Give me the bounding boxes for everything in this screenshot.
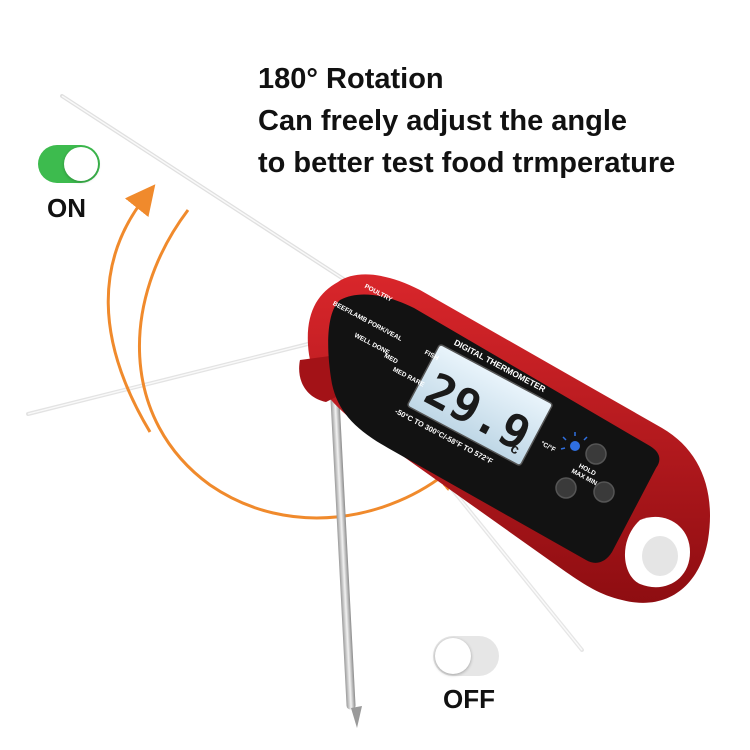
- backlight-rays: [560, 432, 588, 450]
- headline-line-1: 180° Rotation: [258, 63, 444, 95]
- headline-line-2: Can freely adjust the angle: [258, 105, 628, 137]
- rotation-arrow-outer: [106, 184, 156, 433]
- rotation-arrow-inner: [137, 209, 462, 520]
- toggle-knob: [435, 638, 471, 674]
- headline: 180° Rotation Can freely adjust the angl…: [258, 58, 675, 184]
- toggle-off-icon: [433, 636, 499, 676]
- off-label: OFF: [443, 684, 495, 714]
- on-label: ON: [47, 193, 86, 223]
- unit-button[interactable]: [555, 477, 577, 499]
- probe-main: [330, 389, 362, 728]
- hold-button[interactable]: [585, 443, 607, 465]
- backlight-icon: [570, 441, 580, 451]
- ghost-probe-horizontal: [26, 342, 310, 416]
- toggle-on-icon: [38, 145, 100, 183]
- ghost-probe-upper: [60, 94, 347, 282]
- toggle-knob: [64, 147, 98, 181]
- headline-line-3: to better test food trmperature: [258, 147, 676, 179]
- max-min-button[interactable]: [593, 481, 615, 503]
